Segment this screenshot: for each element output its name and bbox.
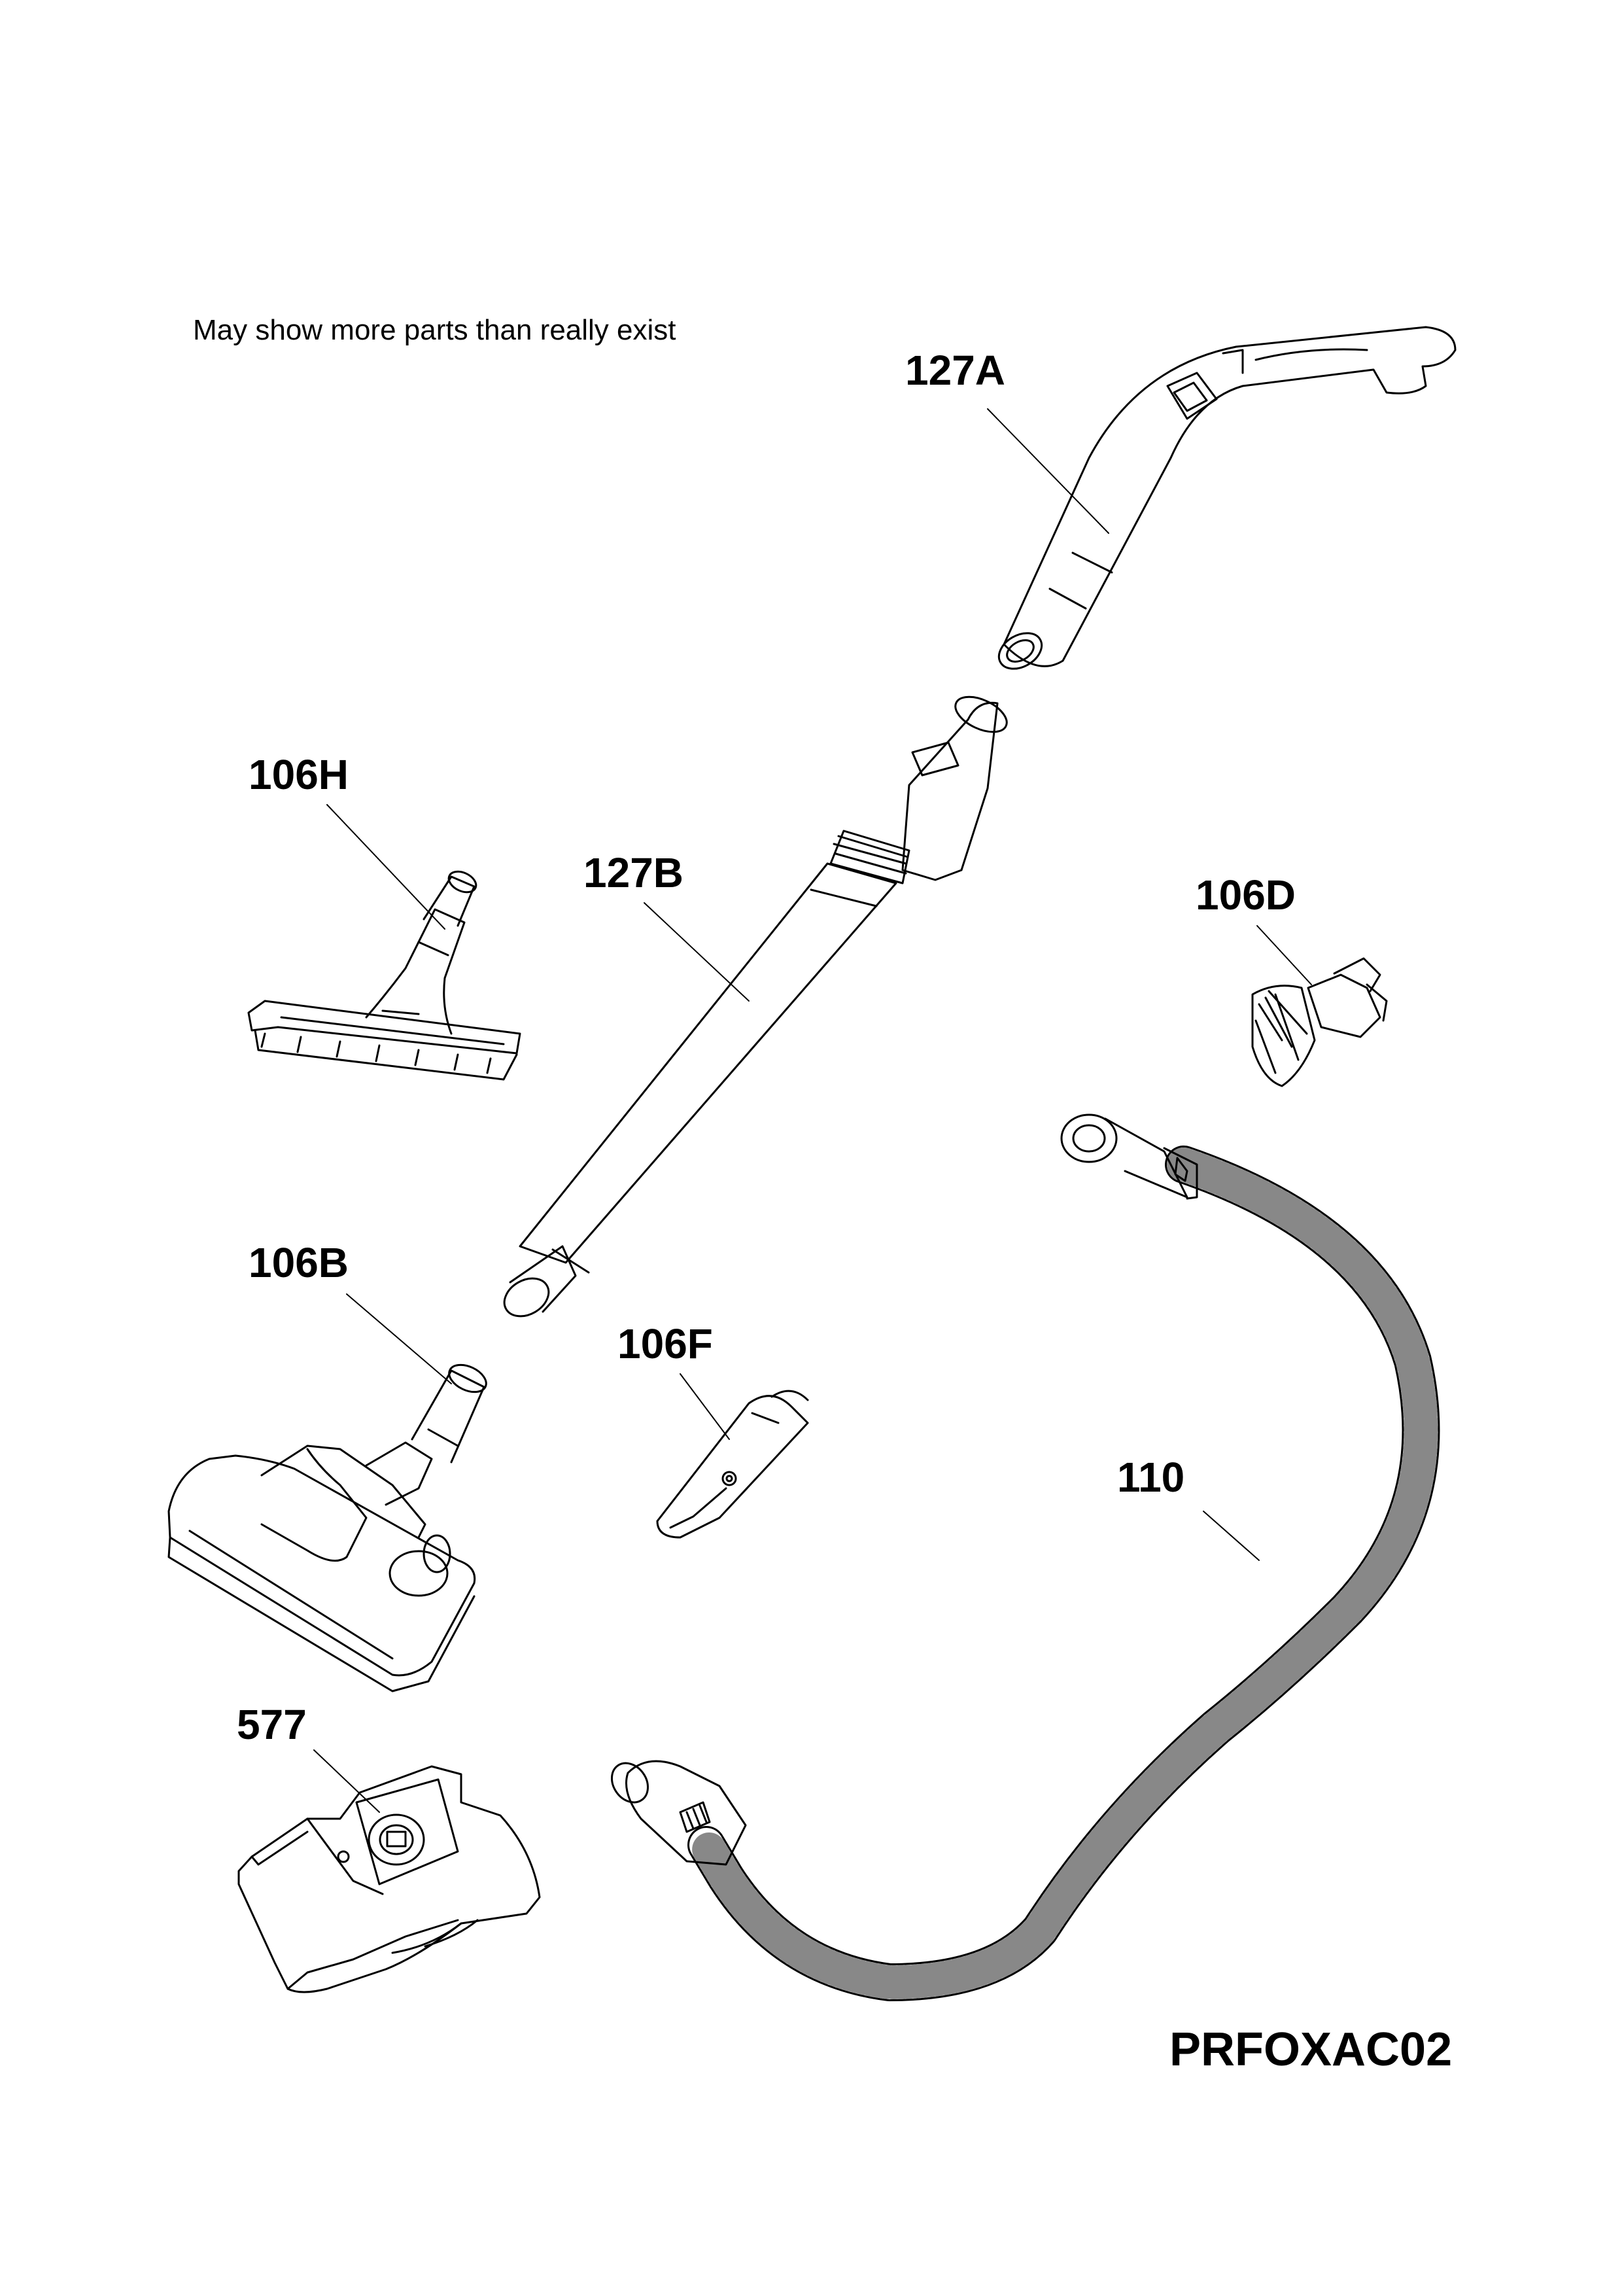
leader-106B [347,1294,451,1384]
leader-106H [327,805,445,929]
part-label-106D: 106D [1196,871,1296,919]
part-label-127A: 127A [905,347,1005,394]
leader-577 [314,1750,379,1812]
part-label-127B: 127B [583,849,683,896]
leader-127A [988,409,1109,533]
part-label-106B: 106B [249,1239,349,1286]
dust-bag-577-drawing [239,1766,540,1992]
crevice-tool-106F-drawing [657,1391,808,1537]
part-label-106H: 106H [249,751,349,798]
part-label-577: 577 [237,1701,307,1748]
leader-lines [314,409,1311,1812]
leader-106D [1257,926,1311,985]
leader-127B [644,903,749,1001]
handle-127A-drawing [993,327,1455,676]
tube-127B-drawing [498,690,1012,1323]
disclaimer-note: May show more parts than really exist [193,314,676,346]
leader-106F [680,1374,729,1439]
carpet-nozzle-106B-drawing [169,1359,491,1691]
document-code: PRFOXAC02 [1169,2023,1453,2076]
dusting-brush-106D-drawing [1253,958,1387,1086]
floor-brush-106H-drawing [249,867,520,1079]
part-label-106F: 106F [617,1320,713,1367]
hose-110-drawing [604,1115,1421,1982]
leader-110 [1203,1511,1259,1560]
part-label-110: 110 [1117,1454,1185,1501]
